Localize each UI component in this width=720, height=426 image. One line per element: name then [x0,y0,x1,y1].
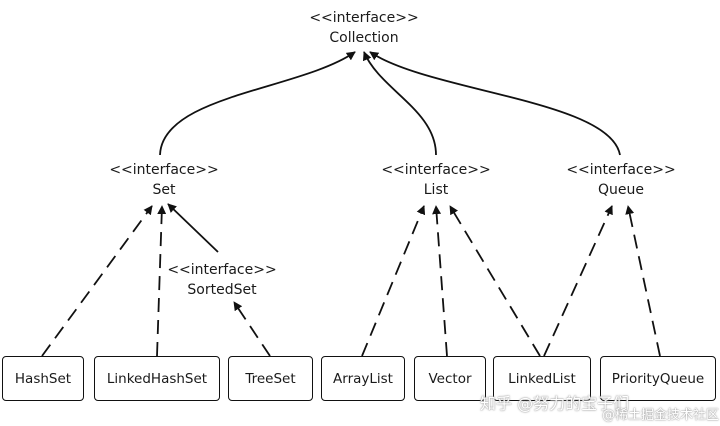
interface-name: List [423,182,449,198]
class-vector: Vector [414,356,486,401]
edge-priorityqueue-to-queue [625,205,661,357]
interface-set: <<interface>> Set [109,160,218,200]
edge-queue-to-collection [369,51,621,156]
edge-list-to-collection [363,51,437,156]
interface-sortedset: <<interface>> SortedSet [167,260,276,300]
class-linkedlist: LinkedList [493,356,591,401]
interface-stereotype: <<interface>> [109,162,219,178]
edge-hashset-to-set [41,205,153,357]
edge-linkedlist-to-queue [543,205,613,357]
interface-name: Collection [329,30,399,46]
edge-vector-to-list [432,205,448,357]
edge-treeset-to-sortedset [233,301,271,357]
interface-stereotype: <<interface>> [167,262,277,278]
interface-name: Set [152,182,176,198]
class-priorityqueue: PriorityQueue [600,356,716,401]
class-hashset: HashSet [2,356,84,401]
class-linkedhashset: LinkedHashSet [94,356,220,401]
interface-stereotype: <<interface>> [566,162,676,178]
class-treeset: TreeSet [228,356,313,401]
class-arraylist: ArrayList [321,356,405,401]
interface-stereotype: <<interface>> [381,162,491,178]
edge-arraylist-to-list [361,205,426,357]
interface-name: Queue [598,182,644,198]
interface-collection: <<interface>> Collection [309,8,418,48]
interface-name: SortedSet [187,282,257,298]
edge-set-to-collection [159,51,356,156]
edge-sortedset-to-set [167,203,219,253]
edge-linkedlist-to-list [449,205,541,357]
edge-linkedhashset-to-set [156,205,167,357]
watermark-zhihu: 知乎 @努力的宝子们 [480,394,630,413]
interface-list: <<interface>> List [381,160,490,200]
interface-stereotype: <<interface>> [309,10,419,26]
watermark-juejin: @稀土掘金技术社区 [602,408,720,423]
interface-queue: <<interface>> Queue [566,160,675,200]
